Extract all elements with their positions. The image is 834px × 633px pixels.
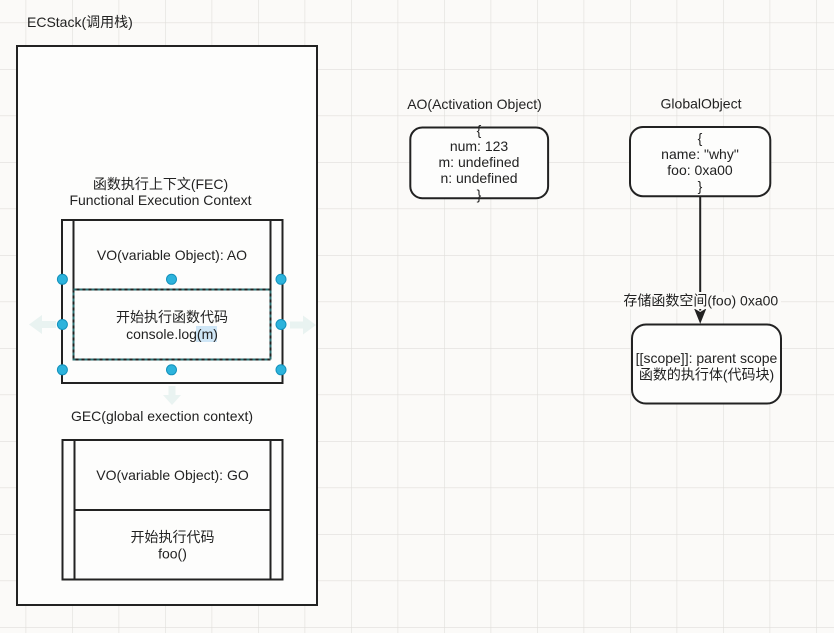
svg-text:GlobalObject: GlobalObject <box>661 96 742 112</box>
svg-text:console.log(m): console.log(m) <box>126 326 218 342</box>
svg-text:}: } <box>698 178 703 194</box>
svg-text:函数执行上下文(FEC): 函数执行上下文(FEC) <box>93 176 228 192</box>
svg-text:n: undefined: n: undefined <box>440 170 517 186</box>
svg-text:}: } <box>477 186 482 202</box>
svg-text:{: { <box>698 130 703 146</box>
svg-text:name: "why": name: "why" <box>661 146 739 162</box>
svg-text:foo(): foo() <box>158 546 187 562</box>
svg-text:存储函数空间(foo) 0xa00: 存储函数空间(foo) 0xa00 <box>623 293 778 309</box>
svg-text:m: undefined: m: undefined <box>439 154 520 170</box>
svg-text:函数的执行体(代码块): 函数的执行体(代码块) <box>639 366 774 382</box>
svg-text:VO(variable Object): GO: VO(variable Object): GO <box>96 467 249 483</box>
svg-text:foo: 0xa00: foo: 0xa00 <box>667 162 733 178</box>
svg-text:num: 123: num: 123 <box>450 138 509 154</box>
svg-text:开始执行函数代码: 开始执行函数代码 <box>116 309 228 325</box>
svg-text:开始执行代码: 开始执行代码 <box>131 529 215 545</box>
svg-text:Functional Execution Context: Functional Execution Context <box>69 192 251 208</box>
svg-text:{: { <box>477 122 482 138</box>
svg-text:AO(Activation Object): AO(Activation Object) <box>407 96 542 112</box>
svg-text:GEC(global exection context): GEC(global exection context) <box>71 408 253 424</box>
svg-text:VO(variable Object): AO: VO(variable Object): AO <box>97 247 247 263</box>
svg-text:[[scope]]: parent scope: [[scope]]: parent scope <box>636 350 778 366</box>
svg-text:ECStack(调用栈): ECStack(调用栈) <box>27 14 133 30</box>
